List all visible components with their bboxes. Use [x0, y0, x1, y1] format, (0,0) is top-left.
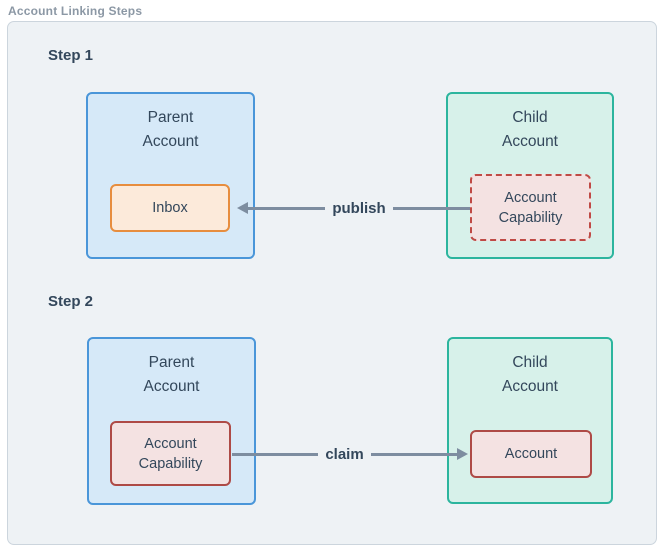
step1-inbox-node: Inbox: [110, 184, 230, 232]
step1-child-account-box: Child Account Account Capability: [446, 92, 614, 259]
arrow-line: [248, 206, 326, 210]
arrow-line: [392, 206, 471, 210]
step2-account-node: Account: [470, 430, 592, 478]
step1-publish-arrow: publish: [237, 197, 471, 219]
diagram-container: Step 1 Parent Account Inbox Child Accoun…: [7, 21, 657, 545]
arrowhead-right-icon: [457, 448, 469, 460]
arrow-line: [370, 452, 458, 456]
step-1-label: Step 1: [48, 47, 94, 64]
arrowhead-left-icon: [237, 202, 248, 214]
step1-parent-account-box: Parent Account Inbox: [86, 92, 255, 259]
step2-parent-account-title: Parent Account: [143, 354, 200, 395]
step2-account-capability-node: Account Capability: [110, 421, 231, 486]
step2-edge-label: claim: [325, 445, 364, 463]
step1-parent-account-title: Parent Account: [142, 109, 199, 150]
step-2-label: Step 2: [48, 293, 94, 310]
step2-child-account-title: Child Account: [501, 354, 558, 395]
diagram-title: Account Linking Steps: [8, 4, 143, 18]
step2-child-account-box: Child Account Account: [447, 337, 613, 504]
step1-account-capability-node: Account Capability: [470, 174, 591, 241]
step2-parent-account-box: Parent Account Account Capability: [87, 337, 256, 505]
step1-edge-label: publish: [332, 199, 386, 217]
step1-child-account-title: Child Account: [501, 109, 558, 150]
step2-claim-arrow: claim: [232, 443, 469, 465]
arrow-line: [232, 452, 319, 456]
